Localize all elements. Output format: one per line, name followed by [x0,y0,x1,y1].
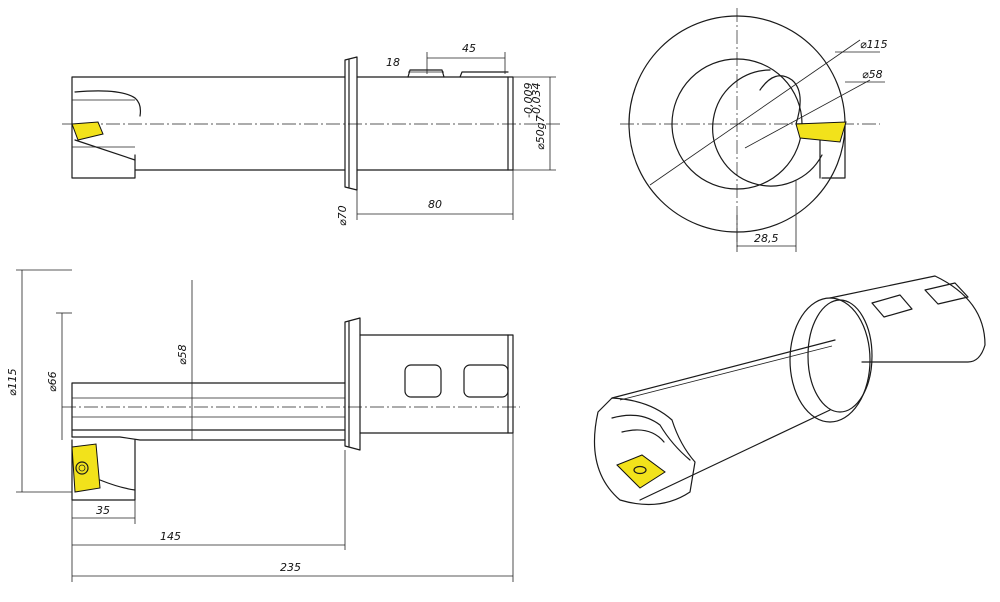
dim-side-max-diameter: ⌀115 [6,368,19,396]
top-view: 45 18 ⌀50g7 -0,009 -0,034 80 ⌀70 [62,42,560,226]
dim-side-tip-length: 35 [96,504,110,517]
top-insert [71,121,104,141]
side-insert [71,443,101,493]
dim-side-min-bore: ⌀66 [46,371,59,392]
dim-shank-diameter: ⌀50g7 [534,115,547,150]
dim-end-offset: 28,5 [754,232,779,245]
iso-insert [616,454,666,489]
dim-tol-upper: -0,009 [522,83,535,118]
dim-end-outer-diameter: ⌀115 [860,38,888,51]
dim-slot-width: 18 [386,56,400,69]
dim-side-bar-diameter: ⌀58 [176,344,189,365]
dim-end-bore-diameter: ⌀58 [862,68,883,81]
dim-side-overall-length: 235 [280,561,301,574]
dim-flange-diameter: ⌀70 [336,205,349,226]
end-view: ⌀115 ⌀58 28,5 [620,8,888,252]
isometric-view [593,275,986,506]
dim-side-bar-length: 145 [160,530,181,543]
side-view: ⌀115 ⌀66 ⌀58 35 145 235 [6,269,520,582]
end-insert [795,121,847,143]
dim-tol-lower: -0,034 [530,83,543,118]
dim-slot-position: 45 [462,42,476,55]
dim-shank-length: 80 [428,198,442,211]
